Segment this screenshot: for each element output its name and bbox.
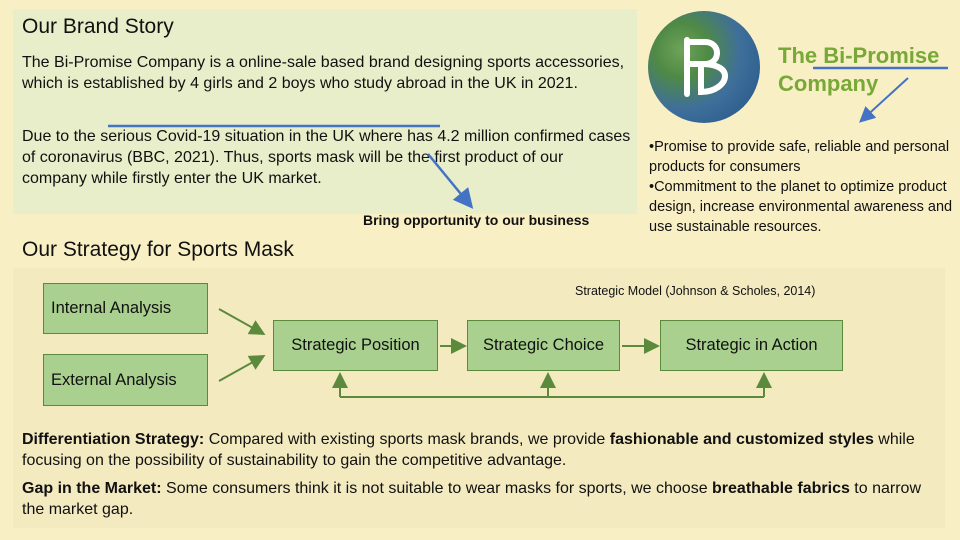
strategic-choice-label: Strategic Choice [482,336,605,354]
gap-bold-1: breathable fabrics [712,480,850,497]
arrow-external-to-position [218,355,266,382]
opportunity-callout: Bring opportunity to our business [363,212,590,228]
brand-story-paragraph-2: Due to the serious Covid-19 situation in… [22,128,631,187]
strategic-model-caption: Strategic Model (Johnson & Scholes, 2014… [575,284,816,298]
brand-promise-list: •Promise to provide safe, reliable and p… [649,137,954,237]
opportunity-arrow [427,153,474,209]
bp-monogram-icon [684,37,729,97]
differentiation-strategy: Differentiation Strategy: Compared with … [22,429,937,471]
brand-story-paragraph-1: The Bi-Promise Company is a online-sale … [22,54,625,92]
strategic-action-label: Strategic in Action [685,336,818,354]
strategy-title: Our Strategy for Sports Mask [22,238,294,261]
internal-analysis-box: Internal Analysis [43,283,208,334]
strategic-position-label: Strategic Position [291,336,420,354]
gap-text-1: Some consumers think it is not suitable … [161,480,713,497]
brand-arrow [859,77,909,123]
brand-name: The Bi-Promise Company [778,42,939,98]
brand-name-line-1: The Bi-Promise [778,43,940,68]
external-analysis-box: External Analysis [43,354,208,406]
internal-analysis-label: Internal Analysis [51,299,172,317]
strategic-position-box: Strategic Position [273,320,438,371]
gap-label: Gap in the Market: [22,480,162,497]
strategic-choice-box: Strategic Choice [467,320,620,371]
differentiation-label: Differentiation Strategy: [22,431,205,448]
brand-name-line-2: Company [778,71,879,96]
gap-in-market: Gap in the Market: Some consumers think … [22,478,937,520]
brand-story-panel [13,9,637,214]
gap-text-2: to narrow the market gap. [22,480,921,518]
strategic-action-box: Strategic in Action [660,320,843,371]
external-analysis-label: External Analysis [51,370,177,389]
brand-promise-item: •Promise to provide safe, reliable and p… [649,139,950,175]
differentiation-text-1: Compared with existing sports mask brand… [204,431,610,448]
brand-story-title: Our Brand Story [22,15,174,38]
arrow-internal-to-position [218,308,266,335]
differentiation-bold-1: fashionable and customized styles [609,431,874,448]
differentiation-text-2: while focusing on the possibility of sus… [22,431,915,469]
brand-promise-item: •Commitment to the planet to optimize pr… [649,179,953,235]
